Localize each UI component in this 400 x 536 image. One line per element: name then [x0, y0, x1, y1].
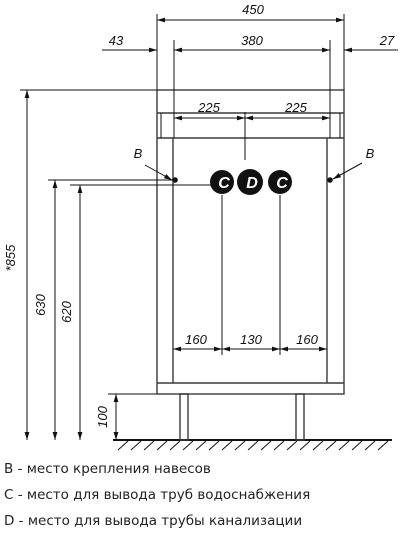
- floor-hatch-stroke: [182, 440, 194, 451]
- dim-130-label: 130: [240, 332, 262, 347]
- floor: [113, 439, 392, 451]
- dim-855-label: *855: [3, 244, 18, 272]
- dim-height-620: 620: [59, 184, 222, 440]
- dim-total-height: *855: [3, 89, 157, 440]
- marker-c-right-label: C: [276, 175, 288, 192]
- floor-hatch-stroke: [312, 440, 324, 451]
- dim-pipe-spacing: 160 130 160: [173, 195, 327, 355]
- marker-b-left-label: B: [134, 146, 143, 161]
- floor-hatch-stroke: [156, 440, 168, 451]
- dim-225-right-label: 225: [284, 100, 307, 115]
- dim-27-label: 27: [379, 33, 395, 48]
- dim-leg-height: 100: [95, 393, 157, 440]
- legend-item-b: B - место крепления навесов: [4, 461, 211, 477]
- dim-450-label: 450: [242, 2, 264, 17]
- floor-hatch-stroke: [364, 440, 376, 451]
- floor-hatch-stroke: [325, 440, 337, 451]
- mount-point-b-left: B: [134, 146, 178, 183]
- dim-width-breakdown: 43 380 27: [102, 33, 398, 138]
- cabinet-legs: [179, 393, 305, 441]
- floor-hatch-stroke: [377, 440, 389, 451]
- dim-630-label: 630: [33, 293, 48, 315]
- cabinet-dimension-drawing: 450 43 380 27 225 225 *855 630 620: [3, 2, 398, 451]
- floor-hatch-stroke: [260, 440, 272, 451]
- floor-hatch-stroke: [247, 440, 259, 451]
- dim-height-630: 630: [33, 179, 173, 440]
- floor-hatch-stroke: [143, 440, 155, 451]
- dim-620-label: 620: [59, 300, 74, 322]
- dim-43-label: 43: [109, 33, 124, 48]
- cabinet-body: [156, 89, 345, 395]
- marker-c-left-label: C: [218, 175, 230, 192]
- dim-160-left-label: 160: [185, 332, 207, 347]
- legend-item-c: C - место для вывода труб водоснабжения: [4, 487, 311, 503]
- dim-380-label: 380: [241, 33, 263, 48]
- floor-hatch-stroke: [208, 440, 220, 451]
- marker-b-right-label: B: [366, 146, 375, 161]
- floor-hatch-stroke: [338, 440, 350, 451]
- floor-hatch-stroke: [299, 440, 311, 451]
- floor-hatch-stroke: [117, 440, 129, 451]
- floor-hatch-stroke: [351, 440, 363, 451]
- mount-point-b-right: B: [327, 146, 375, 183]
- floor-hatch-stroke: [286, 440, 298, 451]
- pipe-outlet-c-right: C: [268, 170, 292, 194]
- floor-hatch-stroke: [273, 440, 285, 451]
- pipe-outlet-d: D: [237, 169, 263, 195]
- legend-item-d: D - место для вывода трубы канализации: [4, 513, 303, 529]
- dim-100-label: 100: [95, 405, 110, 427]
- floor-hatch-stroke: [221, 440, 233, 451]
- pipe-outlet-c-left: C: [210, 170, 234, 194]
- floor-hatch-stroke: [195, 440, 207, 451]
- dim-160-right-label: 160: [296, 332, 318, 347]
- dim-half-widths: 225 225: [174, 100, 330, 160]
- floor-hatch-stroke: [234, 440, 246, 451]
- floor-hatch-stroke: [169, 440, 181, 451]
- marker-d-label: D: [246, 175, 258, 192]
- legend: B - место крепления навесов C - место дл…: [4, 456, 400, 534]
- dim-225-left-label: 225: [197, 100, 220, 115]
- dim-total-width: 450: [156, 2, 345, 90]
- floor-hatch-stroke: [130, 440, 142, 451]
